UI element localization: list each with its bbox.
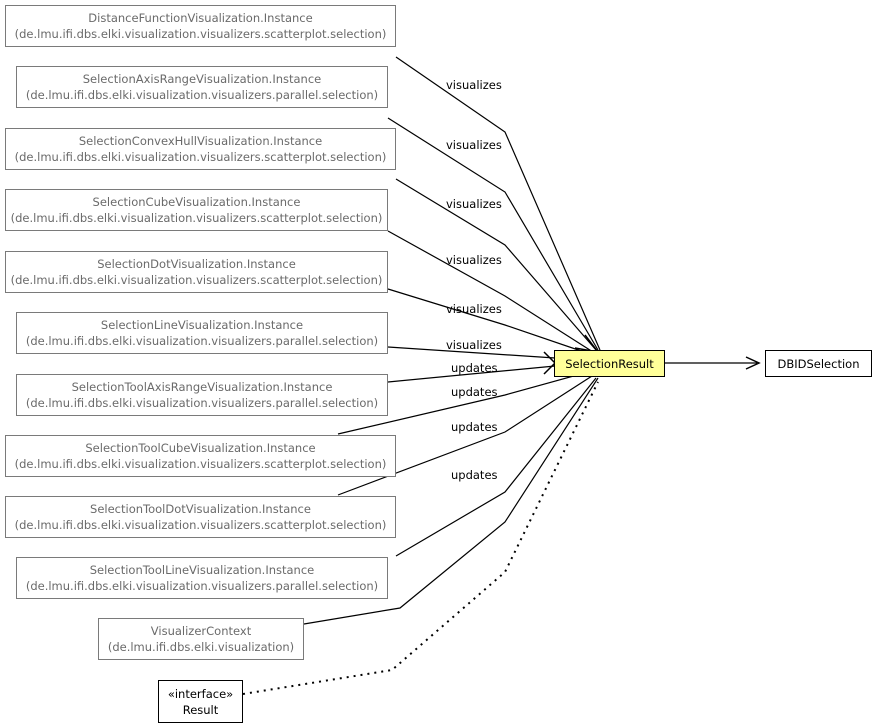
edge-tool-line [395, 377, 597, 557]
edge-label-visualizes: visualizes [446, 138, 502, 152]
node-visualizer-context[interactable]: VisualizerContext (de.lmu.ifi.dbs.elki.v… [98, 618, 304, 660]
edge-result [242, 381, 599, 695]
node-tool-line[interactable]: SelectionToolLineVisualization.Instance … [16, 557, 388, 599]
node-selection-result[interactable]: SelectionResult [554, 350, 665, 377]
node-name: DistanceFunctionVisualization.Instance [88, 11, 313, 25]
node-name: DBIDSelection [777, 356, 860, 371]
edge-distance-function [395, 56, 601, 351]
node-package: (de.lmu.ifi.dbs.elki.visualization) [107, 640, 295, 654]
edge-label-visualizes: visualizes [446, 302, 502, 316]
node-name: SelectionToolLineVisualization.Instance [89, 563, 315, 577]
node-tool-dot[interactable]: SelectionToolDotVisualization.Instance (… [5, 496, 396, 538]
node-package: (de.lmu.ifi.dbs.elki.visualization.visua… [10, 211, 383, 225]
edge-tool-cube [337, 371, 589, 435]
edge-convex-hull [395, 178, 597, 351]
node-name: SelectionCubeVisualization.Instance [92, 195, 301, 209]
node-package: (de.lmu.ifi.dbs.elki.visualization.visua… [10, 273, 383, 287]
edge-line [387, 346, 556, 359]
node-name: SelectionResult [565, 356, 654, 371]
edge-label-updates: updates [451, 468, 498, 482]
node-name: SelectionToolAxisRangeVisualization.Inst… [71, 380, 333, 394]
edge-label-visualizes: visualizes [446, 338, 502, 352]
node-axis-range[interactable]: SelectionAxisRangeVisualization.Instance… [16, 66, 388, 108]
node-name: SelectionToolCubeVisualization.Instance [85, 441, 316, 455]
node-tool-axis-range[interactable]: SelectionToolAxisRangeVisualization.Inst… [16, 374, 388, 416]
node-distance-function[interactable]: DistanceFunctionVisualization.Instance (… [5, 5, 396, 47]
node-package: (de.lmu.ifi.dbs.elki.visualization.visua… [25, 334, 379, 348]
node-package: (de.lmu.ifi.dbs.elki.visualization.visua… [25, 579, 379, 593]
edge-label-updates: updates [451, 420, 498, 434]
node-line[interactable]: SelectionLineVisualization.Instance (de.… [16, 312, 388, 354]
node-package: (de.lmu.ifi.dbs.elki.visualization.visua… [14, 457, 387, 471]
edge-dot [387, 288, 591, 355]
node-name: SelectionToolDotVisualization.Instance [90, 502, 311, 516]
node-name: SelectionDotVisualization.Instance [97, 257, 296, 271]
node-convex-hull[interactable]: SelectionConvexHullVisualization.Instanc… [5, 128, 396, 170]
edge-tool-axis-range [387, 365, 556, 383]
edge-axis-range [387, 117, 599, 351]
edge-label-updates: updates [451, 385, 498, 399]
node-package: (de.lmu.ifi.dbs.elki.visualization.visua… [25, 396, 379, 410]
node-stereotype: «interface» [167, 686, 234, 701]
edge-label-visualizes: visualizes [446, 197, 502, 211]
node-dot[interactable]: SelectionDotVisualization.Instance (de.l… [5, 251, 388, 293]
node-result[interactable]: «interface» Result [158, 680, 243, 723]
node-package: (de.lmu.ifi.dbs.elki.visualization.visua… [14, 27, 387, 41]
node-dbid-selection[interactable]: DBIDSelection [765, 350, 872, 377]
edge-label-visualizes: visualizes [446, 78, 502, 92]
arrowhead-dbid-selection [745, 356, 761, 370]
node-cube[interactable]: SelectionCubeVisualization.Instance (de.… [5, 189, 388, 231]
node-tool-cube[interactable]: SelectionToolCubeVisualization.Instance … [5, 435, 396, 477]
node-package: (de.lmu.ifi.dbs.elki.visualization.visua… [25, 88, 379, 102]
edge-label-visualizes: visualizes [446, 253, 502, 267]
edge-label-updates: updates [451, 361, 498, 375]
node-name: SelectionLineVisualization.Instance [100, 318, 304, 332]
node-name: Result [182, 702, 219, 717]
node-package: (de.lmu.ifi.dbs.elki.visualization.visua… [14, 518, 387, 532]
node-name: VisualizerContext [150, 624, 252, 638]
node-package: (de.lmu.ifi.dbs.elki.visualization.visua… [14, 150, 387, 164]
node-name: SelectionConvexHullVisualization.Instanc… [78, 134, 323, 148]
node-name: SelectionAxisRangeVisualization.Instance [82, 72, 322, 86]
edge-visualizer-context [303, 377, 599, 625]
edge-cube [387, 230, 594, 353]
